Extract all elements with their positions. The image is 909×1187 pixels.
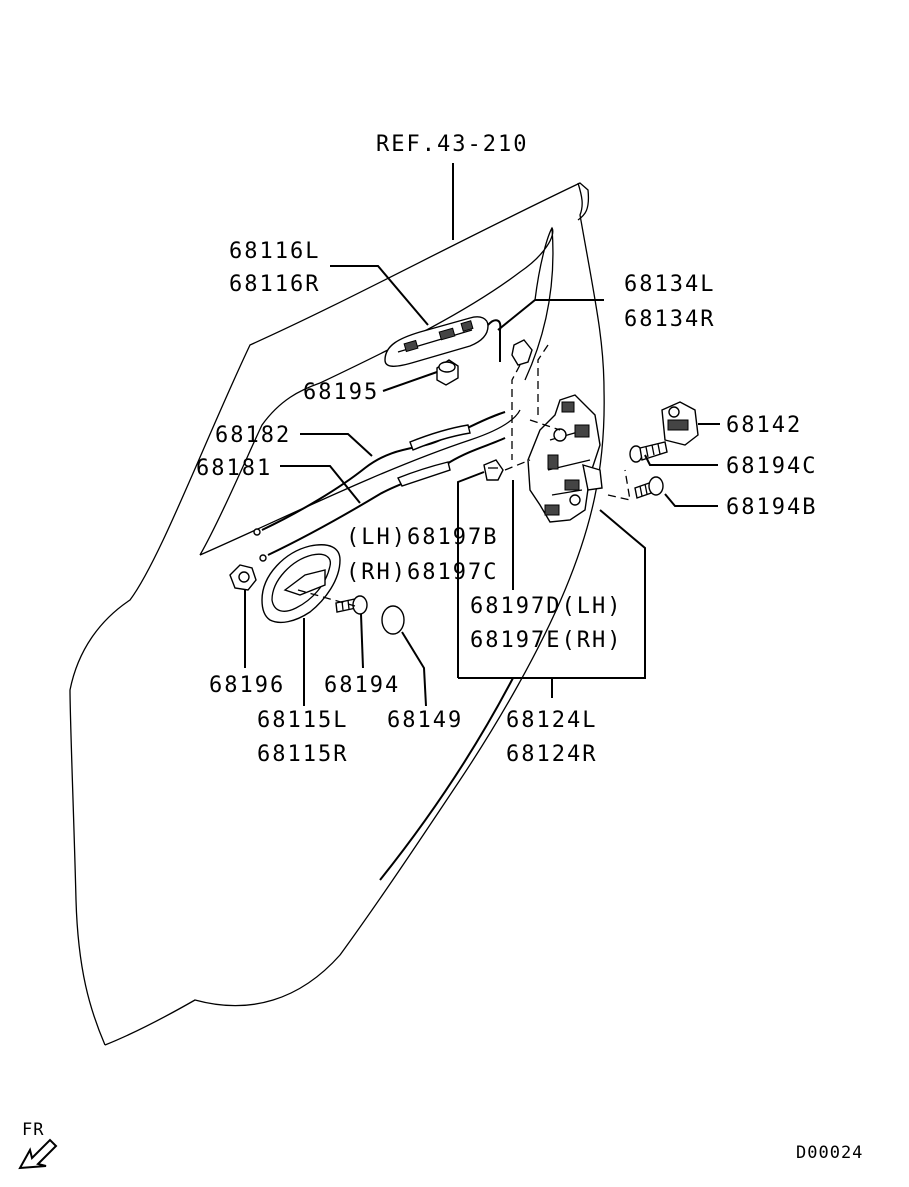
- part-label-68197D: 68197D(LH): [470, 594, 622, 619]
- diagram-code: D00024: [796, 1143, 863, 1163]
- part-label-68197E: 68197E(RH): [470, 628, 622, 653]
- part-label-68149: 68149: [387, 708, 463, 733]
- inside-handle: [261, 544, 341, 624]
- part-label-68134R: 68134R: [624, 307, 715, 332]
- part-label-68181: 68181: [196, 456, 272, 481]
- cables: [253, 411, 506, 562]
- rod-68134: [487, 319, 533, 366]
- part-label-68194B: 68194B: [726, 495, 817, 520]
- cap-68149: [381, 605, 405, 635]
- part-label-68182: 68182: [215, 423, 291, 448]
- part-label-68195: 68195: [303, 380, 379, 405]
- part-label-68142: 68142: [726, 413, 802, 438]
- fastener-68195: [436, 359, 459, 386]
- part-label-68197C: (RH)68197C: [346, 560, 498, 585]
- part-label-68196: 68196: [209, 673, 285, 698]
- striker-68142: [661, 401, 699, 446]
- part-label-68194C: 68194C: [726, 454, 817, 479]
- front-direction-arrow-icon: [18, 1138, 58, 1170]
- part-label-68194: 68194: [324, 673, 400, 698]
- leader-lines: [244, 163, 720, 881]
- part-label-68134L: 68134L: [624, 272, 715, 297]
- part-label-68124L: 68124L: [506, 708, 597, 733]
- front-direction-label: FR: [22, 1120, 44, 1140]
- outside-handle: [384, 316, 489, 367]
- part-label-68124R: 68124R: [506, 742, 597, 767]
- door-lock-actuator: [527, 394, 603, 523]
- part-label-68116L: 68116L: [229, 239, 320, 264]
- ref-label: REF.43-210: [376, 132, 528, 157]
- screw-68194B: [634, 476, 664, 499]
- clip-68197B: [483, 459, 504, 481]
- part-label-68115R: 68115R: [257, 742, 348, 767]
- screw-68194C: [629, 441, 668, 463]
- part-label-68197B: (LH)68197B: [346, 525, 498, 550]
- part-label-68115L: 68115L: [257, 708, 348, 733]
- part-label-68116R: 68116R: [229, 272, 320, 297]
- bezel-68196: [229, 564, 257, 591]
- alignment-lines: [297, 344, 631, 607]
